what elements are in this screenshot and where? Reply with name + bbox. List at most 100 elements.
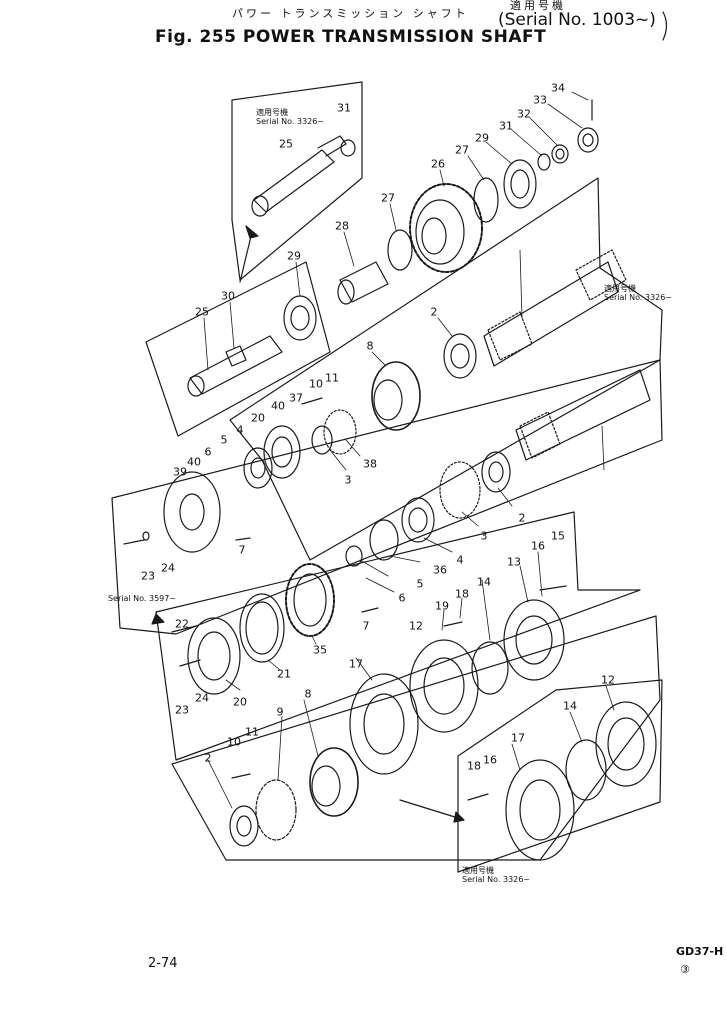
callout-25: 25: [279, 137, 293, 151]
inset-frame-bottom-right: [457, 679, 663, 873]
serial-note-4-serial: Serial No. 3326~: [462, 875, 531, 884]
part-2-bearing-bottom: [229, 805, 259, 847]
part-27-snap-ring-upper: [473, 177, 499, 223]
band-frame-lower: [155, 511, 641, 761]
callout-18: 18: [467, 759, 481, 773]
callout-26: 26: [431, 157, 445, 171]
callout-10: 10: [309, 377, 323, 391]
serial-note-1-jp: 適用号機: [256, 108, 288, 117]
page-number: 2-74: [148, 956, 178, 971]
callout-22: 22: [175, 617, 189, 631]
callout-33: 33: [533, 93, 547, 107]
part-20-flange-lower: [187, 617, 241, 695]
middle-output-shaft: [515, 369, 651, 461]
callout-2: 2: [518, 511, 526, 525]
callout-3: 3: [344, 473, 352, 487]
part-3-gear-lower: [439, 461, 481, 519]
band-frame-bottom: [171, 615, 661, 861]
part-2-bearing-middle: [481, 451, 511, 493]
serial-note-2-jp: 適用号機: [604, 284, 636, 293]
part-25-shaft-bottom: [187, 335, 283, 397]
part-12-flange-middle: [409, 639, 479, 733]
callout-10: 10: [227, 735, 241, 749]
part-14-o-ring-bottom: [565, 739, 607, 801]
pointer-arrowhead-bottom: [453, 811, 465, 823]
callout-23: 23: [141, 569, 155, 583]
inset-pointer-bottom: [399, 799, 459, 819]
pointer-arrowhead: [245, 225, 259, 239]
part-13-cover: [503, 599, 565, 681]
part-17-disc-bottom: [505, 759, 575, 861]
callout-17: 17: [511, 731, 525, 745]
callout-30: 30: [221, 289, 235, 303]
part-27-snap-ring-lower: [387, 229, 413, 271]
small-fasteners: [171, 397, 567, 801]
part-14-o-ring-middle: [471, 641, 509, 695]
callout-16: 16: [531, 539, 545, 553]
part-4-bearing-lower: [401, 497, 435, 543]
callout-40: 40: [187, 455, 201, 469]
revision-mark: ③: [680, 963, 690, 976]
serial-note-4: 適用号機 Serial No. 3326~: [462, 866, 530, 884]
callout-8: 8: [366, 339, 374, 353]
serial-range: (Serial No. 1003~): [498, 10, 656, 30]
callout-3: 3: [480, 529, 488, 543]
part-9-plate: [255, 779, 297, 841]
callout-27: 27: [455, 143, 469, 157]
part-23-bolt-upper: [123, 539, 145, 545]
serial-note-4-jp: 適用号機: [462, 866, 494, 875]
callout-29: 29: [475, 131, 489, 145]
part-39-flange: [163, 471, 221, 553]
callout-4: 4: [236, 423, 244, 437]
callout-20: 20: [233, 695, 247, 709]
callout-38: 38: [363, 457, 377, 471]
callout-32: 32: [517, 107, 531, 121]
leader-lines: [203, 91, 615, 809]
callout-5: 5: [220, 433, 228, 447]
part-38-gear-hub: [323, 409, 357, 455]
callout-11: 11: [245, 725, 259, 739]
callout-34: 34: [551, 81, 565, 95]
part-31-snap-ring: [537, 153, 551, 171]
callout-39: 39: [173, 465, 187, 479]
callout-11: 11: [325, 371, 339, 385]
band-frame-upper: [229, 177, 663, 561]
callout-31: 31: [499, 119, 513, 133]
callout-19: 19: [435, 599, 449, 613]
pointer-arrowhead-mid: [151, 613, 165, 625]
upper-output-shaft: [483, 249, 627, 367]
part-26-gear: [409, 183, 483, 273]
part-4-bearing-small: [243, 447, 273, 489]
part-31-snap-ring-top: [340, 139, 356, 157]
part-5-plate: [345, 545, 363, 567]
callout-12: 12: [601, 673, 615, 687]
callout-24: 24: [195, 691, 209, 705]
callout-15: 15: [551, 529, 565, 543]
part-40-ring-upper: [263, 425, 301, 479]
callout-2: 2: [430, 305, 438, 319]
callout-5: 5: [416, 577, 424, 591]
part-8-carrier-upper: [371, 361, 421, 431]
callout-36: 36: [433, 563, 447, 577]
callout-6: 6: [398, 591, 406, 605]
callout-8: 8: [304, 687, 312, 701]
part-25-shaft-top: [251, 135, 347, 217]
callout-20: 20: [251, 411, 265, 425]
japanese-title: パワー トランスミッション シャフト: [232, 7, 469, 20]
callout-16: 16: [483, 753, 497, 767]
callout-6: 6: [204, 445, 212, 459]
part-17-disc-middle: [349, 673, 419, 775]
serial-note-1-serial: Serial No. 3326~: [256, 117, 325, 126]
serial-note-3-serial: Serial No. 3597~: [108, 594, 177, 603]
part-21-ring: [239, 593, 285, 663]
callout-37: 37: [289, 391, 303, 405]
part-2-bearing-upper: [443, 333, 477, 379]
callout-23: 23: [175, 703, 189, 717]
callout-31: 31: [337, 101, 351, 115]
serial-note-2: 適用号機 Serial No. 3326~: [604, 284, 672, 302]
callout-2: 2: [204, 751, 212, 765]
inset-pointer: [239, 231, 253, 283]
callout-27: 27: [381, 191, 395, 205]
part-36-ring: [369, 519, 399, 561]
